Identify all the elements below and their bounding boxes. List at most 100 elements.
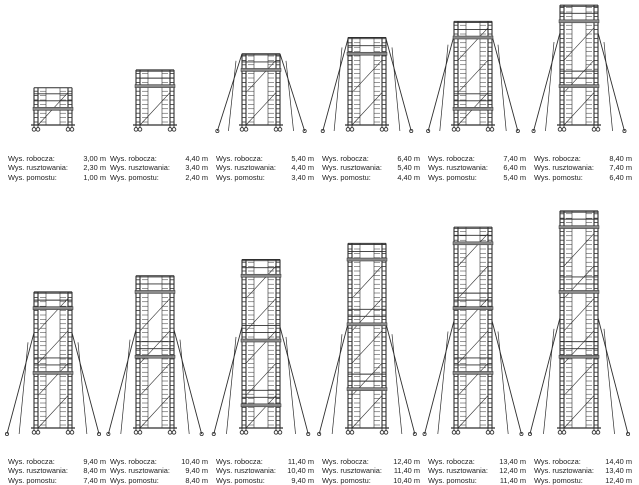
working-height-label: Wys. robocza:	[322, 154, 369, 163]
diagonal-brace	[563, 395, 595, 429]
stabiliser-right	[597, 317, 629, 435]
castor-wheel	[595, 430, 601, 435]
stabiliser-foot	[211, 431, 216, 436]
platform-deck	[452, 35, 494, 40]
scaffold-height-value: 8,40 m	[83, 466, 106, 476]
platform-height-label: Wys. pomostu:	[322, 475, 371, 485]
working-height-value: 8,40 m	[609, 154, 632, 163]
castor-wheel	[239, 127, 245, 132]
scaffold-height-row: Wys. rusztowania:5,40 m	[322, 163, 420, 172]
scaffold-tower	[531, 4, 627, 133]
working-height-value: 14,40 m	[605, 457, 632, 466]
castor-wheel	[485, 127, 491, 132]
castor-wheel	[561, 127, 567, 132]
castor-wheel	[137, 127, 143, 132]
stabiliser-foot	[106, 431, 111, 436]
platform-deck	[346, 387, 388, 391]
platform-height-row: Wys. pomostu:12,40 m	[534, 476, 632, 485]
diagonal-brace	[245, 265, 277, 299]
castor-wheel	[595, 127, 601, 132]
diagonal-brace	[457, 298, 489, 332]
scaffold-tower	[320, 37, 414, 133]
platform-height-value: 3,40 m	[291, 172, 314, 182]
platform-deck	[240, 338, 282, 343]
castor-wheel	[65, 127, 71, 132]
castor-wheel	[383, 127, 389, 132]
scaffold-tower	[215, 53, 307, 133]
scaffold-height-row: Wys. rusztowania:10,40 m	[216, 466, 314, 475]
platform-deck	[346, 51, 388, 56]
platform-height-row: Wys. pomostu:2,40 m	[110, 173, 208, 182]
stabiliser-foot	[515, 128, 520, 133]
platform-height-row: Wys. pomostu:5,40 m	[428, 173, 526, 182]
stabiliser-right	[603, 41, 613, 132]
working-height-value: 13,40 m	[499, 457, 526, 466]
platform-height-row: Wys. pomostu:3,40 m	[216, 173, 314, 182]
stabiliser-left	[216, 53, 243, 132]
platform-deck	[452, 107, 494, 111]
platform-height-row: Wys. pomostu:9,40 m	[216, 476, 314, 485]
scaffold-tower	[106, 275, 204, 436]
stabiliser-left	[331, 334, 343, 435]
platform-deck	[134, 354, 176, 359]
stabiliser-foot	[199, 431, 204, 436]
castor-wheel	[239, 430, 245, 435]
scaffold-height-row: Wys. rusztowania:2,30 m	[8, 163, 106, 172]
stabiliser-foot	[622, 128, 627, 133]
stabiliser-right	[279, 53, 306, 132]
working-height-label: Wys. robocza:	[534, 154, 581, 163]
castor-wheel	[345, 430, 351, 435]
scaffold-height-value: 10,40 m	[287, 466, 314, 476]
stabiliser-left	[120, 339, 131, 435]
scaffold-height-row: Wys. rusztowania:3,40 m	[110, 163, 208, 172]
scaffold-height-row: Wys. rusztowania:12,40 m	[428, 466, 526, 475]
stabiliser-left	[18, 342, 29, 435]
platform-height-label: Wys. pomostu:	[428, 172, 477, 182]
platform-height-label: Wys. pomostu:	[322, 172, 371, 182]
diagonal-brace	[457, 233, 489, 267]
scaffold-tower	[4, 291, 102, 436]
scaffold-height-label: Wys. rusztowania:	[534, 163, 594, 173]
castor-wheel	[273, 430, 279, 435]
stabiliser-right	[285, 60, 294, 132]
scaffold-tower	[422, 226, 524, 436]
diagonal-brace	[245, 92, 277, 126]
diagonal-brace	[563, 298, 595, 332]
stabiliser-left	[107, 329, 137, 435]
stabiliser-right	[497, 331, 509, 435]
platform-deck	[32, 371, 74, 375]
working-height-row: Wys. robocza:11,40 m	[216, 457, 314, 466]
stabiliser-left	[533, 32, 561, 132]
stabiliser-left	[545, 41, 555, 132]
diagonal-brace	[245, 330, 277, 364]
castor-wheel	[277, 430, 283, 435]
scaffold-height-value: 6,40 m	[503, 163, 526, 173]
scaffold-height-row: Wys. rusztowania: 6,40 m	[428, 163, 526, 172]
platform-height-row: Wys. pomostu:6,40 m	[534, 173, 632, 182]
working-height-value: 4,40 m	[185, 154, 208, 163]
scaffold-height-value: 9,40 m	[185, 466, 208, 476]
diagonal-brace	[351, 330, 383, 364]
platform-height-label: Wys. pomostu:	[534, 475, 583, 485]
scaffold-height-label: Wys. rusztowania:	[428, 163, 488, 173]
platform-height-value: 2,40 m	[185, 172, 208, 182]
castor-wheel	[243, 430, 249, 435]
working-height-value: 7,40 m	[503, 154, 526, 163]
scaffold-height-label: Wys. rusztowania:	[534, 466, 594, 476]
castor-wheel	[349, 127, 355, 132]
castor-wheel	[31, 430, 37, 435]
scaffold-height-label: Wys. rusztowania:	[8, 163, 68, 173]
platform-height-label: Wys. pomostu:	[8, 475, 57, 485]
diagonal-brace	[245, 395, 277, 429]
platform-height-row: Wys. pomostu:11,40 m	[428, 476, 526, 485]
castor-wheel	[35, 127, 41, 132]
platform-height-label: Wys. pomostu:	[8, 172, 57, 182]
stabiliser-right	[385, 38, 412, 132]
scaffold-tower	[31, 87, 75, 132]
diagonal-brace	[351, 395, 383, 429]
stabiliser-foot	[531, 128, 536, 133]
diagonal-brace	[457, 27, 489, 61]
castor-wheel	[65, 430, 71, 435]
